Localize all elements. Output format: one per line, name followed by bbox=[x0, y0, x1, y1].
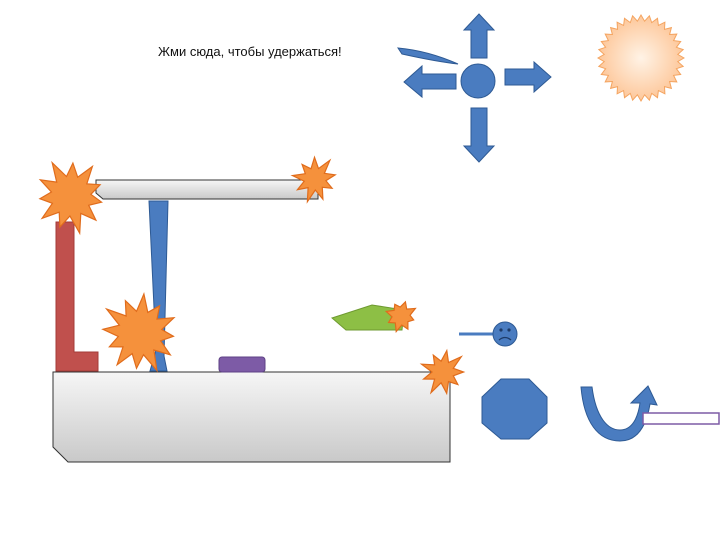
explosion-icon bbox=[290, 155, 337, 204]
sad-face-icon bbox=[492, 321, 518, 347]
base-platform bbox=[52, 371, 451, 463]
arrow-up-icon[interactable] bbox=[462, 13, 496, 59]
hint-label: Жми сюда, чтобы удержаться! bbox=[158, 44, 342, 59]
joystick-center-icon[interactable] bbox=[460, 63, 496, 99]
explosion-icon bbox=[101, 292, 176, 373]
explosions-group bbox=[38, 155, 466, 396]
purple-block bbox=[218, 356, 266, 373]
upper-platform bbox=[95, 179, 319, 200]
arrow-left-icon[interactable] bbox=[403, 64, 457, 99]
arrow-right-icon[interactable] bbox=[504, 60, 552, 94]
arrow-down-icon[interactable] bbox=[462, 107, 496, 163]
face-mouth bbox=[498, 336, 512, 341]
u-turn-arrow-icon[interactable] bbox=[580, 385, 658, 442]
octagon-icon[interactable] bbox=[481, 378, 548, 440]
sun-icon bbox=[597, 14, 685, 102]
face-eye-left bbox=[499, 328, 503, 332]
right-bar bbox=[642, 412, 720, 425]
sun-rays bbox=[597, 14, 685, 102]
explosion-icon bbox=[384, 300, 417, 333]
red-l-bar bbox=[55, 221, 99, 372]
direction-pad bbox=[403, 13, 552, 163]
face-eye-right bbox=[507, 328, 511, 332]
sad-face-character bbox=[459, 321, 518, 347]
explosion-icon bbox=[419, 348, 466, 396]
hint-pointer-arrow bbox=[397, 47, 459, 65]
explosion-icon bbox=[38, 160, 103, 236]
